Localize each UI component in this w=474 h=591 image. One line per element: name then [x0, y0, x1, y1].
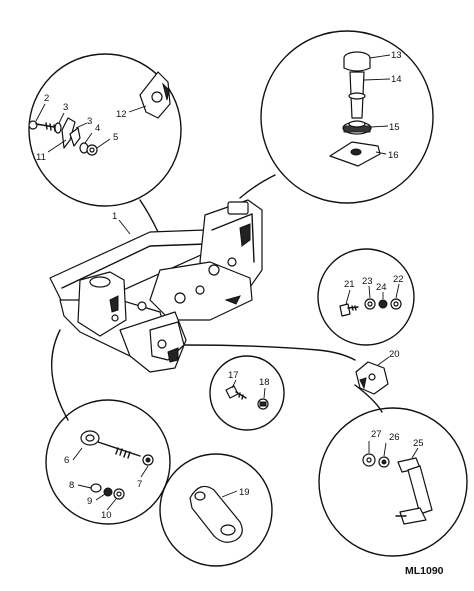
washer-24	[378, 299, 388, 309]
pointer-lines	[50, 174, 383, 421]
callout-6: 6	[64, 455, 69, 466]
washer-8	[90, 483, 102, 493]
nut-22	[390, 298, 402, 310]
callout-5: 5	[113, 132, 118, 143]
callout-23: 23	[362, 276, 373, 287]
callout-3a: 3	[63, 102, 68, 113]
bracket-12	[139, 71, 171, 119]
callout-7: 7	[137, 479, 142, 490]
link-25	[395, 457, 433, 525]
detail-circle-right-mid	[317, 248, 415, 346]
callout-14: 14	[391, 74, 402, 85]
washer-27	[362, 453, 376, 467]
callout-12: 12	[116, 109, 127, 120]
callout-26: 26	[389, 432, 400, 443]
nut-18	[257, 398, 269, 410]
callout-21: 21	[344, 279, 355, 290]
callout-13: 13	[391, 50, 402, 61]
callout-22: 22	[393, 274, 404, 285]
detail-circle-lower-right	[318, 407, 468, 557]
callouts: 1 2 3 3 4 5 6 7 8 9 10 11 12 13 14 15 16	[35, 50, 424, 521]
bush-15	[342, 120, 372, 135]
nut-5	[86, 144, 98, 156]
callout-27: 27	[371, 429, 382, 440]
callout-1: 1	[112, 211, 117, 222]
nut-7	[142, 454, 154, 466]
drawing-code: ML1090	[405, 565, 444, 577]
bolt-2	[28, 120, 61, 132]
callout-4: 4	[95, 123, 100, 134]
eyelet-19	[189, 485, 243, 543]
nut-10	[113, 488, 125, 500]
tab-plate-11	[61, 117, 81, 149]
callout-19: 19	[239, 487, 250, 498]
callout-25: 25	[413, 438, 424, 449]
detail-circle-upper-left	[28, 53, 182, 207]
pin-14	[348, 71, 366, 119]
plate-16	[329, 141, 381, 167]
subframe-assembly	[49, 199, 263, 373]
callout-20: 20	[389, 349, 400, 360]
callout-24: 24	[376, 282, 387, 293]
bolt-21	[339, 303, 359, 317]
cap-13	[343, 51, 371, 72]
bolt-17	[225, 385, 247, 400]
detail-circle-lower-left	[45, 399, 171, 525]
callout-18: 18	[259, 377, 270, 388]
callout-11: 11	[36, 152, 46, 163]
callout-17: 17	[228, 370, 239, 381]
washer-3	[54, 122, 62, 134]
nut-26	[378, 456, 390, 468]
washer-9	[103, 487, 113, 497]
detail-circle-center-small	[209, 355, 285, 431]
detail-circle-upper-right	[260, 30, 434, 204]
bracket-20	[355, 361, 389, 395]
callout-15: 15	[389, 122, 400, 133]
callout-3b: 3	[87, 116, 92, 127]
callout-10: 10	[101, 510, 112, 521]
callout-16: 16	[388, 150, 399, 161]
washer-23	[364, 298, 376, 310]
callout-2: 2	[44, 93, 49, 104]
eye-bolt-6	[80, 430, 141, 459]
detail-circle-lower-center	[159, 453, 273, 567]
callout-9: 9	[87, 496, 92, 507]
callout-8: 8	[69, 480, 74, 491]
